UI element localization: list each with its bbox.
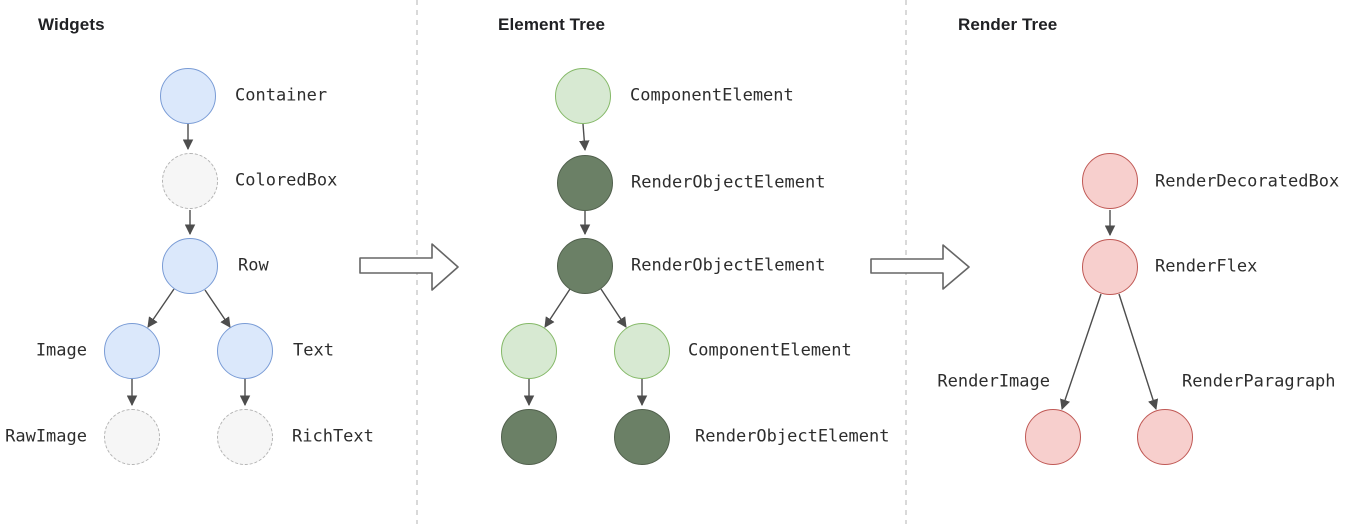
divider-widgets-elements xyxy=(416,0,418,524)
element-node-component-top xyxy=(555,68,611,124)
render-tree-section-title: Render Tree xyxy=(958,15,1058,34)
widget-label-image: Image xyxy=(35,340,87,361)
widget-label-coloredbox: ColoredBox xyxy=(235,170,338,191)
render-node-decoratedbox xyxy=(1082,153,1138,209)
widget-node-container xyxy=(160,68,216,124)
element-label-component-pair: ComponentElement xyxy=(688,340,852,361)
render-label-image: RenderImage xyxy=(937,371,1050,392)
element-node-renderobject-2 xyxy=(557,238,613,294)
widget-label-container: Container xyxy=(235,85,328,106)
widget-label-row: Row xyxy=(238,255,269,276)
element-node-component-right xyxy=(614,323,670,379)
flow-arrow-icon xyxy=(359,243,459,291)
flow-arrow-icon xyxy=(870,244,970,290)
render-label-paragraph: RenderParagraph xyxy=(1182,371,1336,392)
widget-label-text: Text xyxy=(293,340,334,361)
widget-node-row xyxy=(162,238,218,294)
widget-node-image xyxy=(104,323,160,379)
element-label-renderobject-2: RenderObjectElement xyxy=(631,255,826,276)
element-node-component-left xyxy=(501,323,557,379)
element-label-component-top: ComponentElement xyxy=(630,85,794,106)
render-label-decoratedbox: RenderDecoratedBox xyxy=(1155,171,1340,192)
render-node-paragraph xyxy=(1137,409,1193,465)
divider-elements-render xyxy=(905,0,907,524)
element-node-renderobject-1 xyxy=(557,155,613,211)
widget-node-coloredbox xyxy=(162,153,218,209)
widgets-section-title: Widgets xyxy=(38,15,105,34)
element-label-renderobject-pair: RenderObjectElement xyxy=(695,426,890,447)
widget-label-rawimage: RawImage xyxy=(5,426,87,447)
render-label-flex: RenderFlex xyxy=(1155,256,1258,277)
render-node-image xyxy=(1025,409,1081,465)
widget-node-richtext xyxy=(217,409,273,465)
element-label-renderobject-1: RenderObjectElement xyxy=(631,172,826,193)
render-node-flex xyxy=(1082,239,1138,295)
widget-label-richtext: RichText xyxy=(292,426,374,447)
element-node-renderobject-right xyxy=(614,409,670,465)
widget-node-rawimage xyxy=(104,409,160,465)
element-node-renderobject-left xyxy=(501,409,557,465)
element-tree-section-title: Element Tree xyxy=(498,15,606,34)
widget-node-text xyxy=(217,323,273,379)
